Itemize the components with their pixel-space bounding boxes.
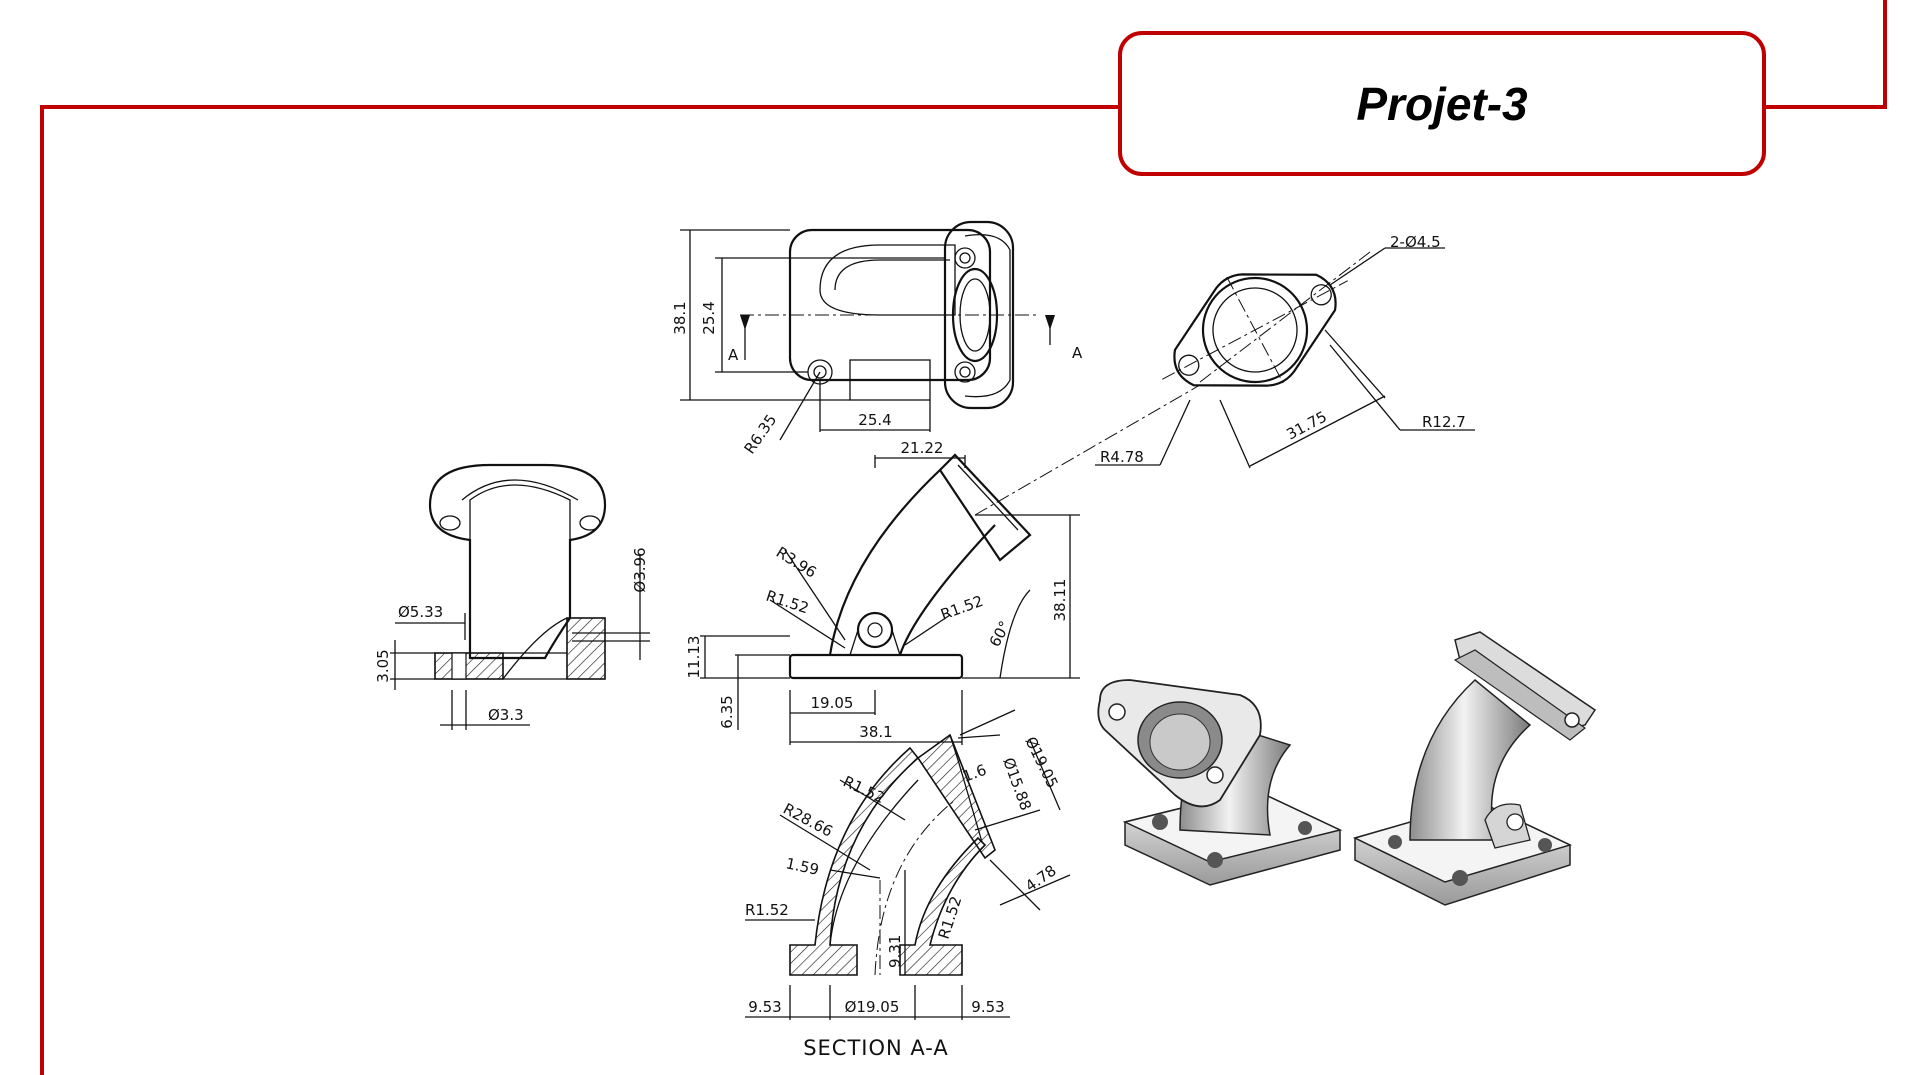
- dim-base-t: 6.35: [718, 695, 736, 728]
- dim-height-inner: 25.4: [700, 301, 718, 334]
- dim-wall: 1.59: [784, 854, 820, 879]
- flange-view: [1162, 273, 1348, 387]
- dim-h: 3.05: [374, 649, 392, 682]
- dim-holes: 2-Ø4.5: [1390, 233, 1441, 251]
- dim-base-h: 11.13: [685, 636, 703, 679]
- dim-d-outer: Ø19.05: [1021, 734, 1061, 791]
- dim-d3: Ø3.3: [488, 706, 524, 724]
- dim-height: 38.11: [1051, 579, 1069, 622]
- dim-right: 9.53: [971, 998, 1004, 1016]
- dim-h-bottom: 9.31: [886, 935, 904, 968]
- section-label: SECTION A-A: [803, 1036, 949, 1060]
- dim-angle: 60°: [986, 618, 1014, 650]
- front-view: 21.22 R3.96 R1.52 R1.52 38.11 60° 11.13 …: [685, 439, 1080, 745]
- dim-mid: Ø19.05: [845, 998, 900, 1016]
- dim-d-inner: Ø15.88: [999, 755, 1035, 813]
- top-view: 38.1 25.4 25.4 R6.35 A A: [671, 220, 1083, 457]
- dim-hole-radius: R4.78: [1100, 448, 1144, 466]
- dim-d1: Ø5.33: [398, 603, 443, 621]
- section-view: R1.52 Ø19.05 1.6 Ø15.88 R28.66 1.59 R1.5…: [745, 709, 1071, 1060]
- iso-render-1: [1097, 679, 1343, 886]
- dim-height-total: 38.1: [671, 301, 689, 334]
- dim-r-a: R3.96: [773, 543, 820, 581]
- dim-spacing: 31.75: [1283, 407, 1329, 443]
- dim-left: 9.53: [748, 998, 781, 1016]
- dim-top-width: 21.22: [901, 439, 944, 457]
- flange-dims: 2-Ø4.5 R12.7 R4.78 31.75: [974, 233, 1475, 516]
- dim-radius: R6.35: [741, 411, 781, 457]
- dim-d2: Ø3.96: [631, 547, 649, 592]
- dim-half-w: 19.05: [811, 694, 854, 712]
- dim-r1: R1.52: [745, 901, 789, 919]
- title-box: Projet-3: [1118, 31, 1766, 176]
- dim-r-b: R1.52: [764, 587, 811, 618]
- iso-render-2: [1352, 631, 1597, 906]
- side-view: Ø5.33 Ø3.96 3.05 Ø3.3: [374, 463, 650, 730]
- dim-flange-t: 4.78: [1022, 861, 1060, 895]
- sheet-frame: [40, 0, 1887, 1075]
- section-marker-left: A: [728, 346, 739, 364]
- dim-t: 1.6: [960, 761, 989, 786]
- dim-r-c: R1.52: [938, 592, 985, 624]
- page-title: Projet-3: [1356, 77, 1528, 130]
- dim-width-bottom: 25.4: [858, 411, 891, 429]
- section-marker-right: A: [1072, 344, 1083, 362]
- dim-full-w: 38.1: [859, 723, 892, 741]
- dim-outer-radius: R12.7: [1422, 413, 1466, 431]
